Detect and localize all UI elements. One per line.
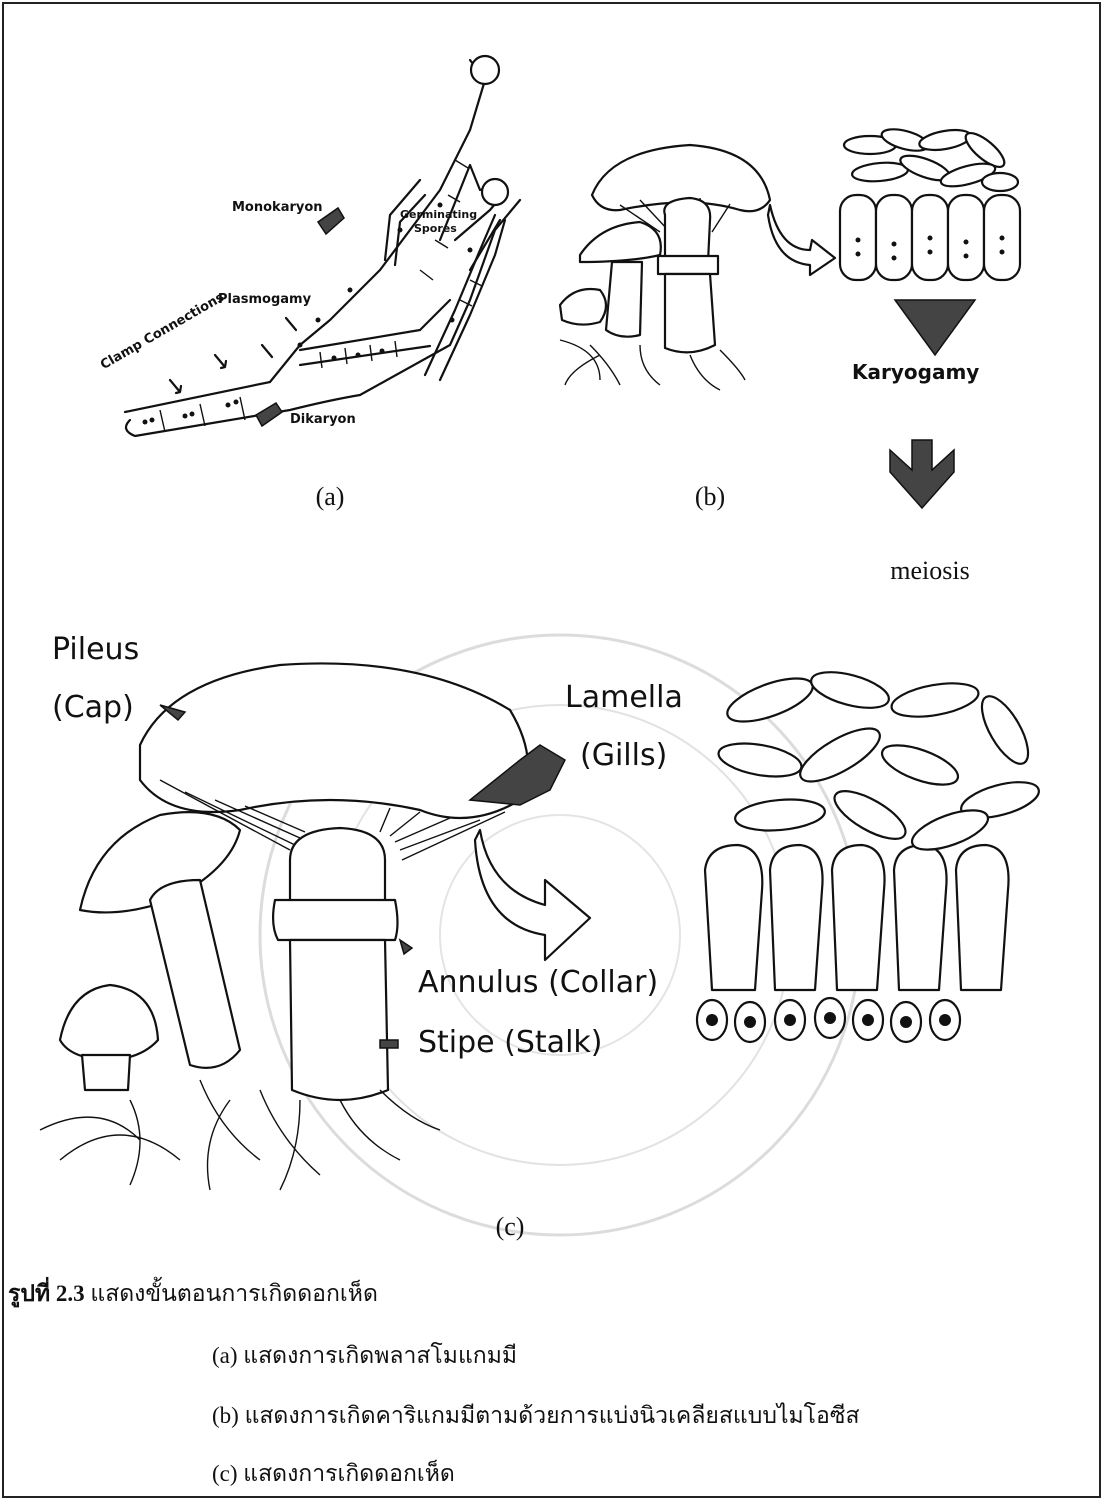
figure-caption-title: รูปที่ 2.3 แสดงขั้นตอนการเกิดดอกเห็ด xyxy=(8,1276,378,1312)
caption-item-b: (b) แสดงการเกิดคาริแกมมีตามด้วยการแบ่งนิ… xyxy=(212,1398,860,1434)
label-stipe: Stipe (Stalk) xyxy=(418,1025,602,1060)
label-lamella: Lamella xyxy=(565,680,683,715)
label-annulus: Annulus (Collar) xyxy=(418,965,658,1000)
label-pileus: Pileus xyxy=(52,632,139,667)
label-cap: (Cap) xyxy=(52,690,134,725)
figure-number: รูปที่ 2.3 xyxy=(8,1281,85,1306)
caption-c: (c) xyxy=(480,1212,540,1242)
figure-title: แสดงขั้นตอนการเกิดดอกเห็ด xyxy=(90,1281,378,1306)
label-gills: (Gills) xyxy=(580,738,667,773)
caption-item-c: (c) แสดงการเกิดดอกเห็ด xyxy=(212,1456,455,1492)
caption-item-a: (a) แสดงการเกิดพลาสโมแกมมี xyxy=(212,1338,517,1374)
